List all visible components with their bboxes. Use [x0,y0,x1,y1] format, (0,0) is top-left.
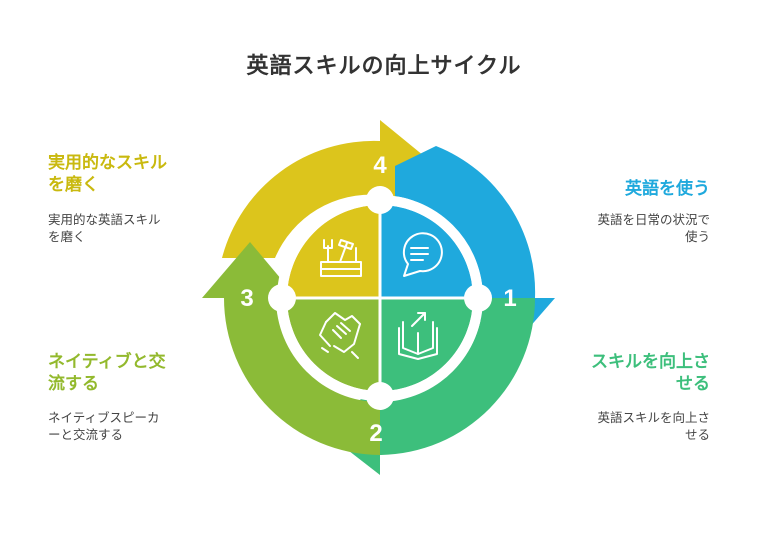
step-number-2: 2 [369,420,382,447]
open-book-icon [398,312,438,360]
chat-bubble-icon [402,232,443,277]
step-number-1: 1 [503,285,516,312]
arrow-step-4 [222,120,435,258]
quadrant-1 [380,205,473,298]
page-title: 英語スキルの向上サイクル [246,54,522,79]
arrow-step-3 [202,242,380,455]
step-number-4: 4 [373,152,387,179]
tools-icon [320,239,362,277]
step-2-label: スキルを向上さ せる [591,352,710,394]
step-3-label: ネイティブと交 流する [48,352,166,394]
step-4-label: 実用的なスキル を磨く [48,153,167,195]
quadrant-4 [287,205,380,298]
step-number-3: 3 [240,285,253,312]
step-2-description: 英語スキルを向上さ せる [597,410,710,442]
step-1-description: 英語を日常の状況で 使う [597,212,710,244]
step-4-description: 実用的な英語スキル を磨く [48,212,161,244]
step-1-label: 英語を使う [625,179,710,199]
handshake-icon [319,312,361,359]
step-3-description: ネイティブスピーカ ーと交流する [48,410,160,442]
